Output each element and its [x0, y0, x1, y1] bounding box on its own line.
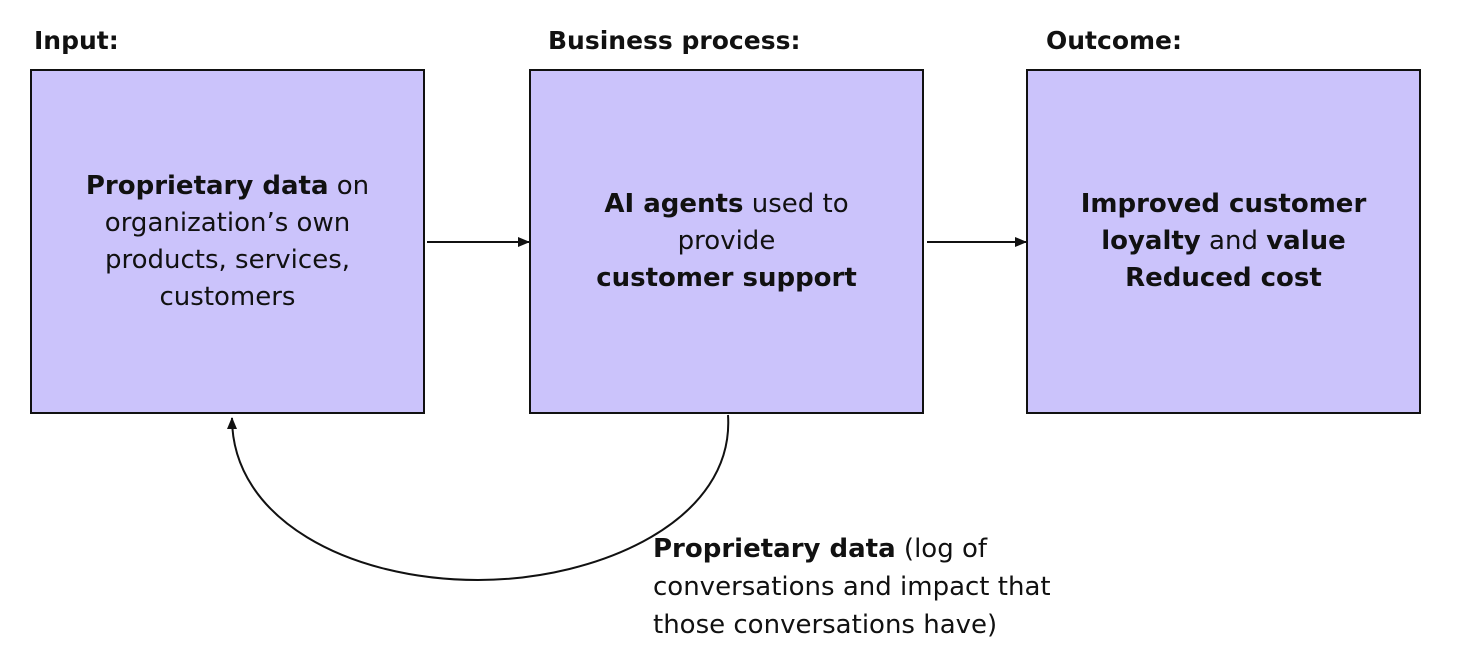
- feedback-note-rest: (log of conversations and impact that th…: [653, 534, 1051, 640]
- outcome-box-mid: and: [1209, 226, 1258, 256]
- outcome-box-text: Improved customer loyalty and value Redu…: [1079, 186, 1369, 297]
- outcome-box-bold-2: value: [1266, 226, 1346, 256]
- header-business-process: Business process:: [548, 26, 801, 55]
- feedback-loop-arrow: [227, 414, 730, 582]
- process-box-bold-2: customer support: [596, 263, 857, 293]
- header-input: Input:: [34, 26, 119, 55]
- input-box-text: Proprietary data on organization’s own p…: [78, 168, 378, 316]
- input-box: Proprietary data on organization’s own p…: [30, 69, 425, 414]
- header-outcome: Outcome:: [1046, 26, 1182, 55]
- input-box-rest: on organization’s own products, services…: [104, 170, 370, 312]
- process-box-mid: used to provide: [677, 189, 849, 256]
- process-box: AI agents used to provide customer suppo…: [529, 69, 924, 414]
- feedback-note: Proprietary data (log of conversations a…: [653, 530, 1073, 644]
- outcome-box-line-2: Reduced cost: [1125, 263, 1322, 293]
- outcome-box: Improved customer loyalty and value Redu…: [1026, 69, 1421, 414]
- outcome-box-bold-1: Improved customer loyalty: [1080, 189, 1367, 256]
- process-box-text: AI agents used to provide customer suppo…: [557, 186, 897, 297]
- process-box-bold-1: AI agents: [604, 189, 744, 219]
- input-box-bold: Proprietary data: [85, 170, 329, 201]
- feedback-note-bold: Proprietary data: [653, 534, 896, 564]
